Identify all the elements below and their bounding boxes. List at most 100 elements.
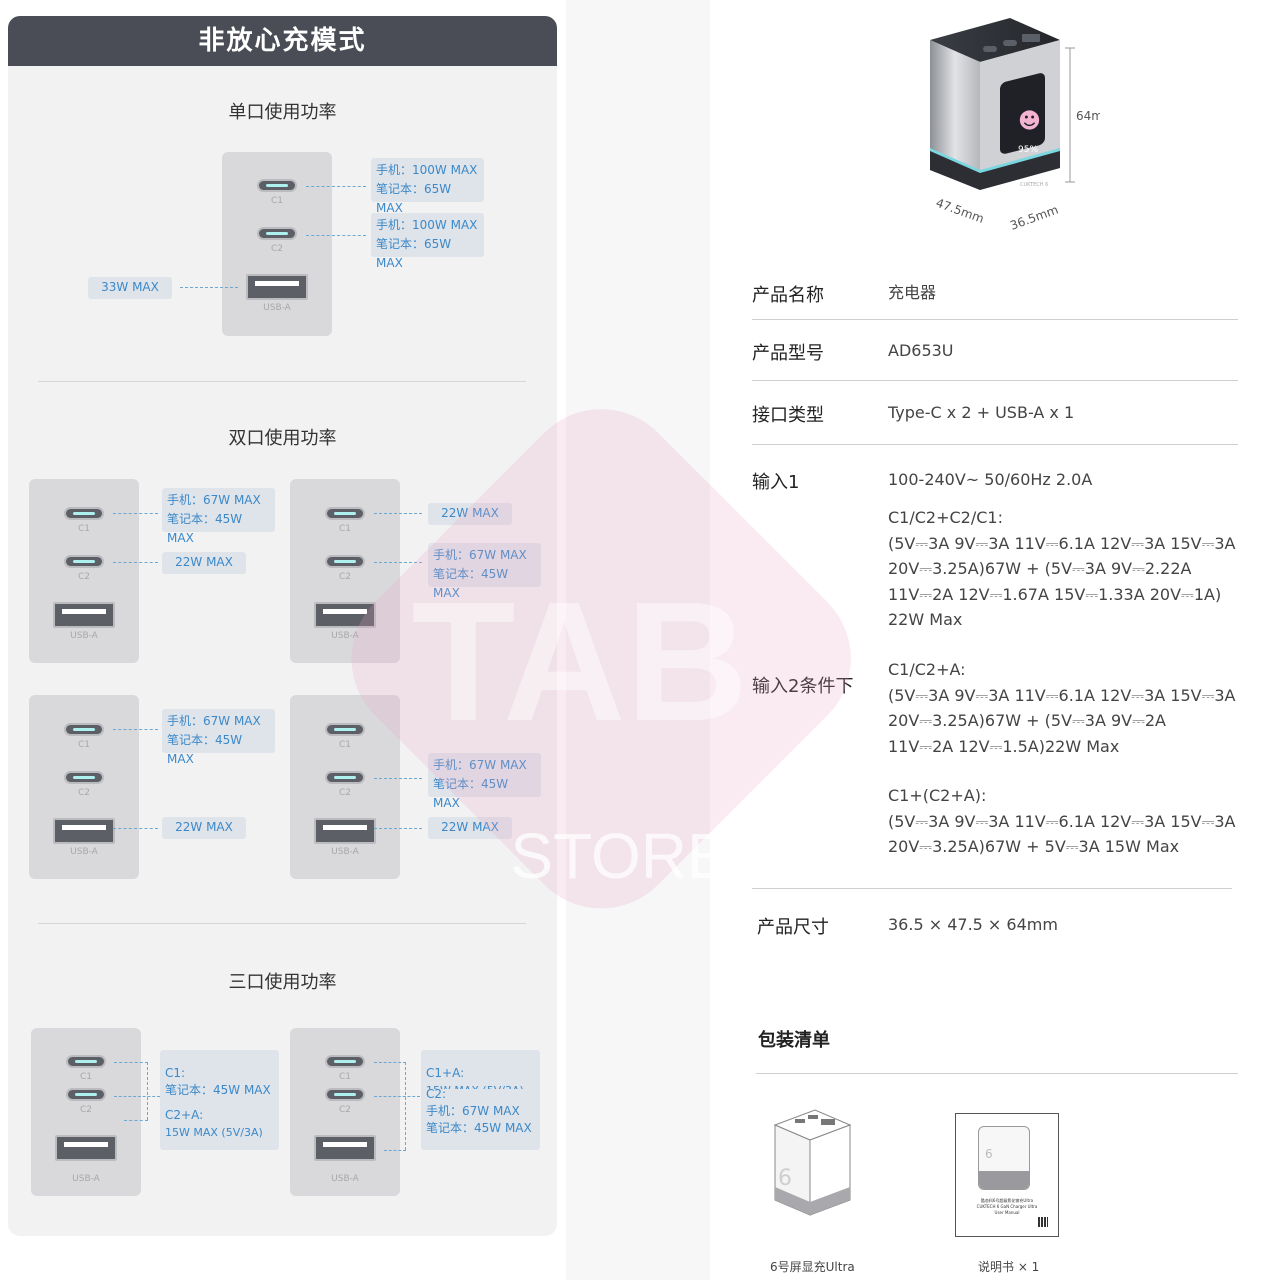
charger-logo: 6 [778,1166,792,1191]
middle-background [566,0,710,1280]
port-c2 [66,1088,106,1101]
port-label-c1: C1 [338,740,351,750]
charger-left-face [930,40,980,190]
port-label-c2: C2 [338,788,351,798]
spec-value-c1-c2a: C1+(C2+A): (5V⎓3A 9V⎓3A 11V⎓6.1A 12V⎓3A … [888,786,1236,856]
package-divider [756,1073,1238,1074]
spec-value-c1c2a: C1/C2+A: (5V⎓3A 9V⎓3A 11V⎓6.1A 12V⎓3A 15… [888,660,1236,756]
port-label-usba: USB-A [70,631,98,641]
port-usba [314,818,376,844]
port-label-c1: C1 [79,1072,92,1082]
qr-code-icon [1038,1217,1048,1227]
dash-line [114,1062,148,1063]
package-item-charger: 6号屏显充Ultra [770,1260,855,1274]
port-label-usba: USB-A [72,1174,100,1184]
port-usba [53,602,115,628]
port-label-usba: USB-A [331,1174,359,1184]
port-label-c1: C1 [77,740,90,750]
dim-height: 64mm [1076,109,1100,123]
callout-triple-1: C1: 笔记本：45W MAX C2+A: 15W MAX (5V/3A) [160,1050,279,1150]
spec-value-model: AD653U [888,341,954,360]
port-label-c1: C1 [338,524,351,534]
dash-line [374,513,422,514]
port-label-c2: C2 [77,572,90,582]
port-label-c1: C1 [77,524,90,534]
divider [38,923,526,924]
callout-usba: 33W MAX [88,277,172,299]
dash-line [405,1062,406,1150]
manual-text: 酷态科6号超级氮化镓充Ultra CUKTECH 6 GaN Charger U… [976,1198,1038,1215]
charger-dual-1: C1 C2 USB-A [29,479,139,663]
dash-line [113,513,158,514]
section-title-single: 单口使用功率 [228,102,337,123]
dash-line [374,778,422,779]
dash-line [124,1120,148,1121]
port-label-usba: USB-A [331,847,359,857]
spec-label-name: 产品名称 [752,285,824,306]
dash-line [374,1062,406,1063]
port-label-c2: C2 [79,1105,92,1115]
panel-header: 非放心充模式 [8,16,557,66]
charger-dual-4: C1 C2 USB-A [290,695,400,879]
charger-single: C1 C2 USB-A [222,152,332,336]
port-label-c2: C2 [270,244,283,254]
dash-line [306,235,366,236]
spec-label-input2: 输入2条件下 [752,676,854,697]
charger-top [930,18,1060,62]
port-label-usba: USB-A [263,303,291,313]
dash-line [374,828,422,829]
manual-logo: 6 [985,1147,993,1161]
port-c1 [325,507,365,520]
spec-label-input1: 输入1 [752,472,800,493]
port-label-c2: C2 [77,788,90,798]
port-label-c2: C2 [338,572,351,582]
charger-dual-2: C1 C2 USB-A [290,479,400,663]
dash-line [114,1096,160,1097]
port-usba [53,818,115,844]
port-label-c1: C1 [270,196,283,206]
spec-divider [752,380,1238,381]
manual-illustration: 6 酷态科6号超级氮化镓充Ultra CUKTECH 6 GaN Charger… [955,1113,1059,1237]
port-c1 [325,1055,365,1068]
dash-line [113,729,158,730]
divider [38,381,526,382]
package-item-manual: 说明书 × 1 [978,1260,1040,1274]
port-usba [246,274,308,300]
callout-c2: 22W MAX [162,552,246,574]
manual-charger-drawing: 6 [978,1126,1030,1190]
screen-percent: 95% [1018,145,1038,155]
spec-value-name: 充电器 [888,283,937,302]
port-c2 [325,555,365,568]
spec-value-input1: 100-240V~ 50/60Hz 2.0A [888,470,1093,489]
port-c2 [64,771,104,784]
dash-line [306,186,366,187]
dash-line [113,828,158,829]
spec-value-size: 36.5 × 47.5 × 64mm [888,915,1058,934]
display-screen [1000,73,1045,154]
port-c1 [66,1055,106,1068]
port-c2 [64,555,104,568]
port-usba [55,1135,117,1161]
port-usba [314,602,376,628]
dim-width: 36.5mm [1008,203,1060,233]
section-title-dual: 双口使用功率 [228,428,337,449]
product-image: ☻ 95% CUKTECH 6 64mm 47.5mm 36.5mm [930,18,1100,233]
spec-divider [752,444,1238,445]
section-title-triple: 三口使用功率 [228,972,337,993]
brand-label: CUKTECH 6 [1020,182,1048,188]
port-label-usba: USB-A [70,847,98,857]
spec-label-model: 产品型号 [752,343,824,364]
port-c2 [257,227,297,240]
port-c1 [64,723,104,736]
dim-length: 47.5mm [934,196,986,226]
spec-value-c1c2: C1/C2+C2/C1: (5V⎓3A 9V⎓3A 11V⎓6.1A 12V⎓3… [888,508,1236,629]
port-c1 [257,179,297,192]
spec-value-port: Type-C x 2 + USB-A x 1 [888,403,1075,422]
dash-line [113,562,158,563]
callout-usba: 22W MAX [428,817,512,839]
screen-icon: ☻ [1018,109,1041,134]
port-c1 [64,507,104,520]
